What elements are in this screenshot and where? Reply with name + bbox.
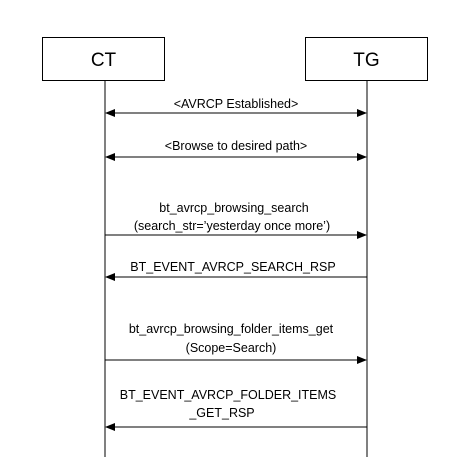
ct-label: CT (91, 50, 117, 71)
message-browsing-search: bt_avrcp_browsing_search (search_str=’ye… (105, 201, 367, 239)
message-label: _GET_RSP (188, 406, 254, 420)
tg-box (305, 37, 428, 81)
message-folder-items-get: bt_avrcp_browsing_folder_items_get (Scop… (105, 322, 367, 364)
message-label: bt_avrcp_browsing_folder_items_get (129, 322, 334, 336)
message-search-rsp: BT_EVENT_AVRCP_SEARCH_RSP (105, 260, 367, 281)
message-label: <Browse to desired path> (165, 139, 307, 153)
message-label: BT_EVENT_AVRCP_FOLDER_ITEMS (120, 388, 337, 402)
message-folder-items-get-rsp: BT_EVENT_AVRCP_FOLDER_ITEMS _GET_RSP (105, 388, 367, 431)
message-label: BT_EVENT_AVRCP_SEARCH_RSP (130, 260, 335, 274)
message-browse-path: <Browse to desired path> (105, 139, 367, 161)
message-label: (Scope=Search) (186, 341, 277, 355)
tg-participant: TG (305, 37, 428, 81)
message-label: bt_avrcp_browsing_search (159, 201, 308, 215)
message-label: (search_str=’yesterday once more’) (134, 219, 330, 233)
ct-participant: CT (42, 37, 165, 81)
message-label: <AVRCP Established> (174, 97, 299, 111)
ct-box (42, 37, 165, 81)
message-avrcp-established: <AVRCP Established> (105, 97, 367, 117)
tg-label: TG (353, 50, 379, 71)
